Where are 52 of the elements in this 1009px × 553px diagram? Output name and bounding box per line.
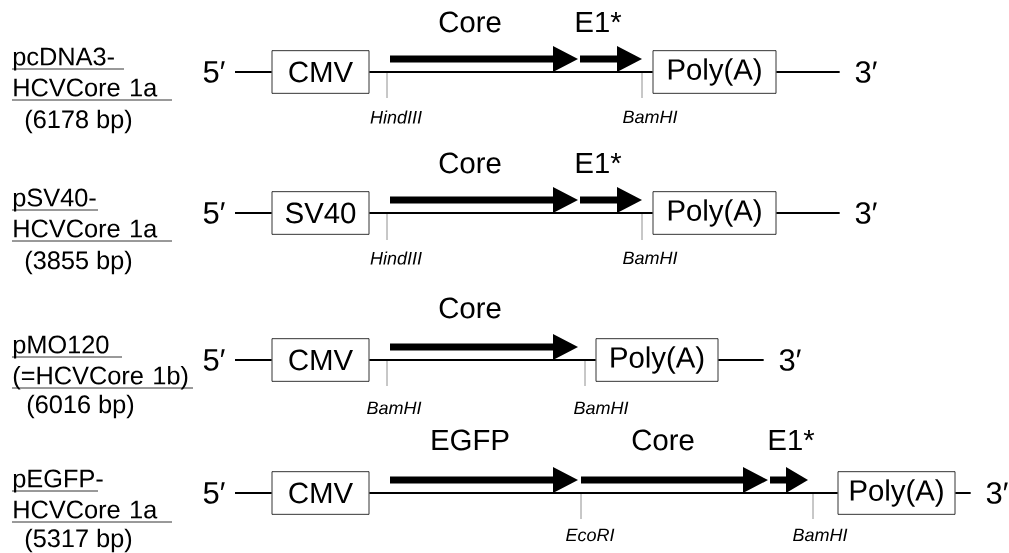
gene-label: E1* [576,11,622,33]
gene-label: Core [439,297,501,319]
restriction-site-label: BamHI [793,528,848,542]
plasmid-size: (6016 bp) [27,394,134,419]
restriction-site-label: BamHI [623,251,678,265]
end-label: 3′ [779,349,801,371]
restriction-site-label: HindIII [370,110,422,124]
backbone-line [954,492,972,494]
construct-name: pcDNA3- HCVCore 1a [13,47,158,97]
gene-label: Core [439,11,501,33]
plasmid-size: (3855 bp) [25,250,132,275]
backbone-line [368,71,654,73]
end-label: 3′ [855,202,877,224]
backbone-line [234,71,273,73]
end-label: 5′ [203,61,225,83]
backbone-line [775,212,841,214]
construct-name: pEGFP- HCVCore 1a [13,469,158,519]
element-box: Poly(A) [837,471,956,515]
backbone-line [368,492,839,494]
construct-name: pMO120 (=HCVCore 1b) [13,335,188,390]
restriction-site-label: BamHI [574,401,629,415]
gene-label: Core [439,152,501,174]
element-box: CMV [271,338,370,382]
restriction-site-label: BamHI [623,110,678,124]
construct-name: pSV40- HCVCore 1a [13,188,158,238]
end-label: 5′ [203,202,225,224]
plasmid-size: (6178 bp) [25,109,132,134]
element-box: Poly(A) [652,191,777,235]
gene-label: E1* [576,152,622,174]
backbone-line [717,359,765,361]
restriction-site-label: EcoRI [566,528,615,542]
gene-label: E1* [769,429,815,451]
element-box: Poly(A) [595,338,719,382]
backbone-line [368,359,597,361]
end-label: 5′ [203,482,225,504]
end-label: 3′ [855,61,877,83]
gene-label: EGFP [432,429,509,451]
backbone-line [234,492,273,494]
backbone-line [234,212,273,214]
backbone-line [234,359,273,361]
restriction-site-label: BamHI [367,401,422,415]
element-box: CMV [271,50,370,94]
backbone-line [775,71,841,73]
element-box: SV40 [271,191,370,235]
plasmid-size: (5317 bp) [25,528,132,553]
restriction-site-label: HindIII [370,251,422,265]
element-box: Poly(A) [652,50,777,94]
backbone-line [368,212,654,214]
element-box: CMV [271,471,370,515]
end-label: 3′ [986,482,1008,504]
gene-label: Core [632,429,694,451]
end-label: 5′ [203,349,225,371]
